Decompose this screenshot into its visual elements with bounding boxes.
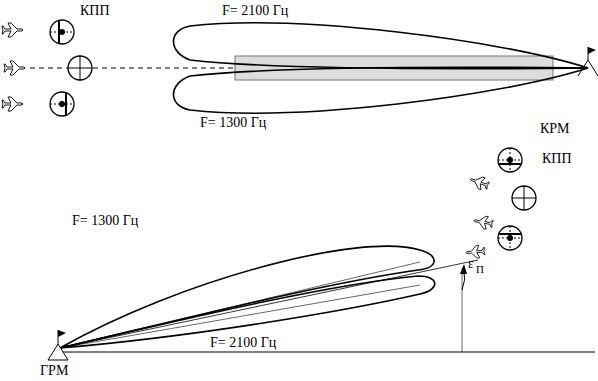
- station-label: КПП: [80, 4, 110, 18]
- glide-path: [60, 260, 478, 348]
- aircraft-icons: [2, 23, 25, 111]
- frequency-label: F= 2100 Гц: [222, 4, 288, 18]
- krm-antenna: [578, 47, 598, 76]
- aircraft-icons: [465, 173, 493, 259]
- ground-line: [60, 352, 595, 353]
- angle-subscript: П: [476, 264, 484, 275]
- station-label: КРМ: [540, 122, 570, 136]
- cdi-indicators: [50, 20, 92, 116]
- station-label: КПП: [542, 152, 572, 166]
- frequency-label: F= 1300 Гц: [200, 116, 266, 130]
- frequency-label: F= 1300 Гц: [72, 214, 138, 228]
- grm-antenna: [48, 330, 68, 360]
- gs-lobe-1300: [60, 246, 434, 348]
- angle-symbol: ε: [468, 257, 474, 271]
- angle-arrow: [460, 264, 467, 352]
- station-label: ГРМ: [40, 364, 68, 378]
- lobe-2100: [174, 23, 589, 69]
- frequency-label: F= 2100 Гц: [210, 336, 276, 350]
- lobe-1300: [174, 67, 589, 113]
- cdi-indicators: [498, 148, 536, 250]
